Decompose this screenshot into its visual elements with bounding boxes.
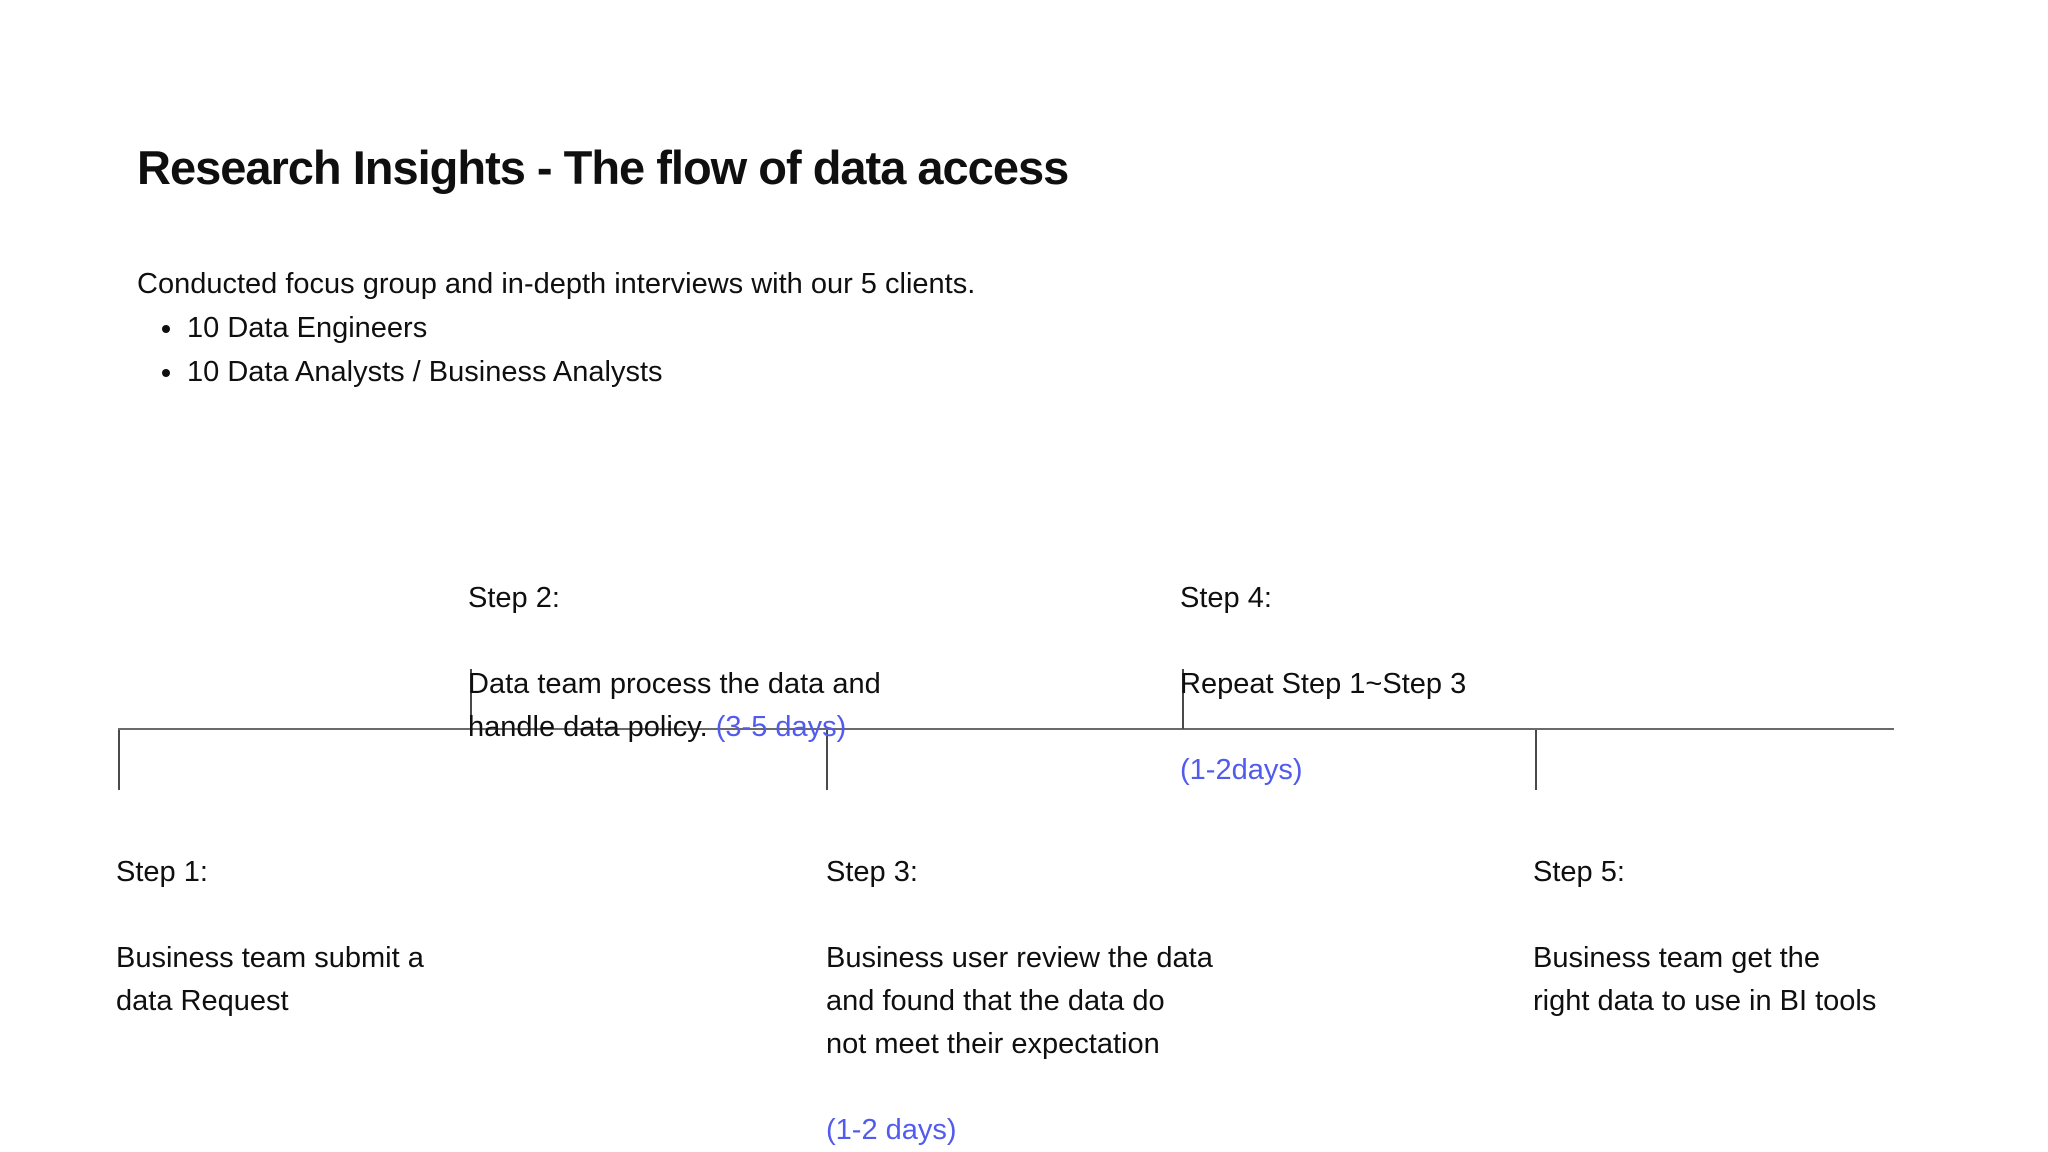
step-4-text: Repeat Step 1~Step 3 [1180,668,1467,700]
list-item-text: 10 Data Engineers [187,312,428,344]
step-3-description: Business user review the data and found … [826,937,1213,1066]
step-1-block: Step 1: Business team submit a data Requ… [116,808,424,1066]
timeline-tick-step1 [118,730,120,790]
page-title: Research Insights - The flow of data acc… [137,141,1069,194]
step-5-description: Business team get the right data to use … [1533,937,1876,1023]
list-item: 10 Data Engineers [185,306,663,350]
step-5-label: Step 5: [1533,856,1625,888]
step-2-duration: (3-5 days) [715,711,847,743]
step-4-description: Repeat Step 1~Step 3 [1180,663,1466,706]
step-4-block: Step 4: Repeat Step 1~Step 3 (1-2days) [1180,534,1466,835]
step-1-description: Business team submit a data Request [116,937,424,1023]
step-4-duration: (1-2days) [1180,754,1303,786]
list-item-text: 10 Data Analysts / Business Analysts [187,356,663,388]
step-2-block: Step 2: Data team process the data and h… [468,534,881,792]
step-3-label: Step 3: [826,856,918,888]
timeline-tick-step2 [470,669,472,729]
step-3-block: Step 3: Business user review the data an… [826,808,1213,1152]
step-5-text: Business team get the right data to use … [1533,942,1877,1017]
timeline-tick-step3 [826,730,828,790]
step-3-text: Business user review the data and found … [826,942,1213,1060]
step-3-duration: (1-2 days) [826,1114,957,1146]
step-2-text: Data team process the data and handle da… [468,668,881,743]
step-1-text: Business team submit a data Request [116,942,424,1017]
step-1-label: Step 1: [116,856,208,888]
intro-text: Conducted focus group and in-depth inter… [137,268,976,300]
timeline-tick-step4 [1182,669,1184,729]
client-list: 10 Data Engineers 10 Data Analysts / Bus… [137,306,663,394]
step-5-block: Step 5: Business team get the right data… [1533,808,1876,1066]
timeline-axis [118,728,1894,730]
step-4-label: Step 4: [1180,582,1272,614]
step-2-description: Data team process the data and handle da… [468,663,881,749]
list-item: 10 Data Analysts / Business Analysts [185,350,663,394]
timeline-tick-step5 [1535,730,1537,790]
step-2-label: Step 2: [468,582,560,614]
